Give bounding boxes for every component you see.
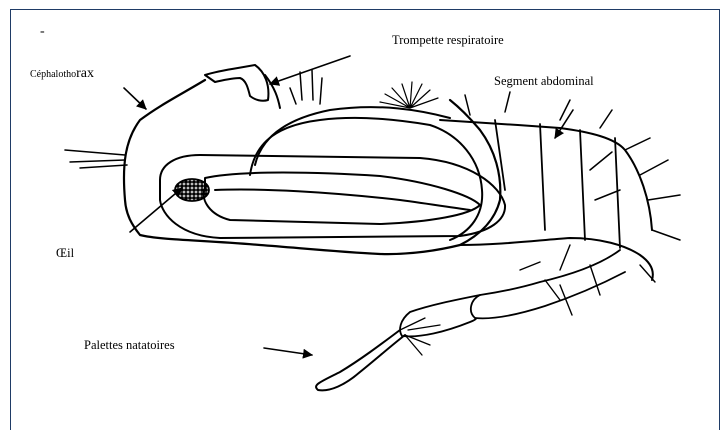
tail-segment-2 <box>400 295 480 336</box>
palette-natatoire <box>316 330 405 390</box>
label-oeil: Œil <box>56 246 74 261</box>
label-cephalothorax: Céphalothorax <box>30 64 94 82</box>
head-hairs-left <box>65 150 127 168</box>
label-segment: Segment abdominal <box>494 74 594 89</box>
arrow-trompette <box>270 56 350 84</box>
arrow-cephalothorax <box>124 88 146 109</box>
abdomen-upper <box>440 120 652 230</box>
label-trompette: Trompette respiratoire <box>392 33 504 48</box>
gut-inner <box>204 173 480 225</box>
dash-mark: - <box>40 24 45 40</box>
abdomen-lower <box>460 238 653 280</box>
segment-lines <box>495 120 620 248</box>
gut-outer <box>160 155 505 238</box>
label-cephalothorax-large: rax <box>76 66 94 81</box>
label-palettes: Palettes natatoires <box>84 338 175 353</box>
label-cephalothorax-small: Céphalotho <box>30 69 76 80</box>
trompette-shape <box>205 65 268 101</box>
arrow-oeil <box>130 188 182 232</box>
fan-hairs <box>380 82 438 108</box>
arrow-segment <box>555 110 573 138</box>
trompette-tube <box>265 75 280 108</box>
tail-hairs <box>520 245 655 315</box>
gut-inner-2 <box>215 189 470 210</box>
arrow-palettes <box>264 348 312 355</box>
